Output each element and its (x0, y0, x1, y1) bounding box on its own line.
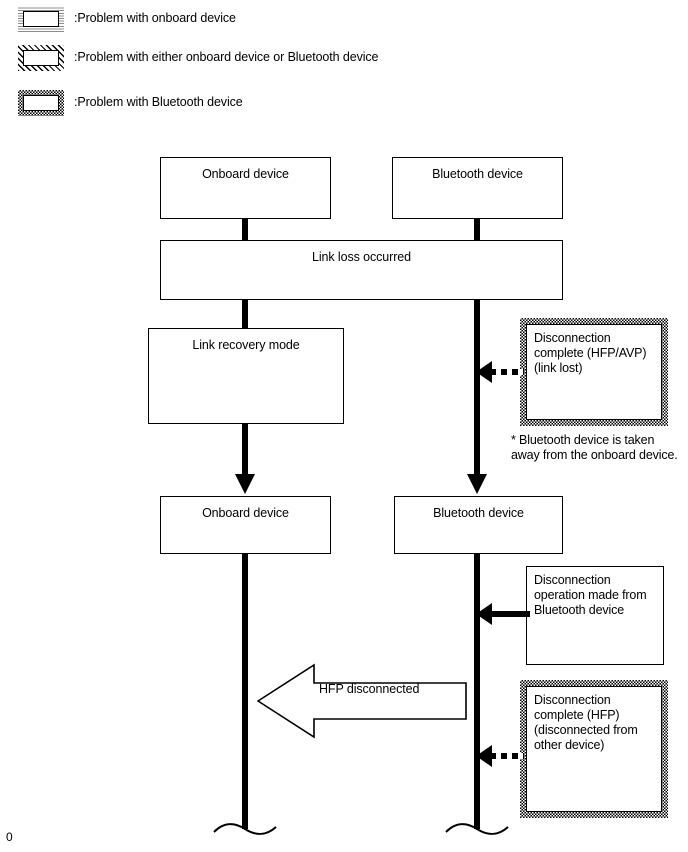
arrow-down-left (235, 422, 255, 494)
box-onboard-device-bottom: Onboard device (160, 496, 331, 554)
box-link-loss-occurred: Link loss occurred (160, 240, 563, 300)
arrow-left-solid-disconnect-operation (476, 602, 530, 626)
box-disconnection-operation-from-bluetooth: Disconnection operation made from Blueto… (526, 566, 664, 665)
box-label-line-3: (disconnected from (534, 723, 638, 737)
box-label: Onboard device (202, 167, 289, 181)
lifeline-right-bottom (474, 551, 480, 829)
box-label-line-2: complete (HFP/AVP) (534, 346, 647, 360)
box-label: Bluetooth device (432, 167, 523, 181)
block-arrow-hfp-disconnected: HFP disconnected (257, 662, 467, 740)
box-disconnection-complete-hfp-avp: Disconnection complete (HFP/AVP) (link l… (520, 318, 668, 426)
box-label-line-1: Disconnection (534, 331, 611, 345)
legend-label-either: :Problem with either onboard device or B… (74, 50, 379, 64)
box-link-recovery-mode: Link recovery mode (148, 328, 344, 424)
legend-label-onboard: :Problem with onboard device (74, 11, 236, 25)
lifeline-left-bottom (242, 551, 248, 829)
box-label-line-3: Bluetooth device (534, 603, 625, 617)
note-line-1: * Bluetooth device is taken (511, 433, 655, 447)
note-bluetooth-taken-away: * Bluetooth device is taken away from th… (511, 433, 688, 463)
block-arrow-shape-icon (257, 663, 467, 739)
legend-label-bluetooth: :Problem with Bluetooth device (74, 95, 243, 109)
box-label: Bluetooth device (433, 506, 524, 520)
box-label-line-3: (link lost) (534, 361, 583, 375)
swatch-inner (23, 11, 59, 27)
box-label-multiline: Disconnection operation made from Blueto… (534, 573, 659, 618)
arrow-shaft-dashed (490, 369, 524, 375)
arrow-head-icon (235, 474, 255, 494)
box-label-line-1: Disconnection (534, 573, 611, 587)
box-label-multiline: Disconnection complete (HFP/AVP) (link l… (534, 331, 657, 376)
arrow-head-icon (476, 745, 492, 767)
dotted-box-icon (18, 90, 64, 116)
hatched-gray-box-icon (18, 6, 64, 32)
box-bluetooth-device-top: Bluetooth device (392, 157, 563, 219)
arrow-shaft-dashed (490, 753, 524, 759)
swatch-inner (23, 95, 59, 111)
box-label-line-2: operation made from (534, 588, 647, 602)
box-label: Link loss occurred (312, 250, 411, 264)
box-label-line-1: Disconnection (534, 693, 611, 707)
arrow-head-icon (467, 474, 487, 494)
arrow-left-dashed-link-lost (476, 360, 524, 384)
arrow-shaft (490, 611, 530, 617)
dotbox-inner: Disconnection complete (HFP) (disconnect… (526, 686, 662, 812)
swatch-inner (23, 50, 59, 66)
break-symbol-left-icon (212, 816, 278, 840)
arrow-down-right (467, 438, 487, 494)
box-label-multiline: Disconnection complete (HFP) (disconnect… (534, 693, 657, 753)
arrow-shaft (242, 422, 248, 474)
arrow-head-icon (476, 603, 492, 625)
box-label-line-4: other device) (534, 738, 605, 752)
box-label: Onboard device (202, 506, 289, 520)
box-disconnection-complete-hfp-other-device: Disconnection complete (HFP) (disconnect… (520, 680, 668, 818)
page-marker: 0 (6, 830, 13, 844)
connector-right-top (474, 216, 480, 242)
arrow-left-dashed-hfp-other-device (476, 744, 524, 768)
block-arrow-label: HFP disconnected (319, 682, 420, 696)
connector-left-top (242, 216, 248, 242)
box-label-line-2: complete (HFP) (534, 708, 620, 722)
arrow-shaft (474, 438, 480, 474)
diagonal-striped-box-icon (18, 45, 64, 71)
note-line-2: away from the onboard device. (511, 448, 678, 462)
box-label: Link recovery mode (192, 338, 300, 352)
connector-left-to-recovery (242, 298, 248, 330)
dotbox-inner: Disconnection complete (HFP/AVP) (link l… (526, 324, 662, 420)
box-onboard-device-top: Onboard device (160, 157, 331, 219)
arrow-head-icon (476, 361, 492, 383)
box-bluetooth-device-bottom: Bluetooth device (394, 496, 563, 554)
break-symbol-right-icon (444, 816, 510, 840)
